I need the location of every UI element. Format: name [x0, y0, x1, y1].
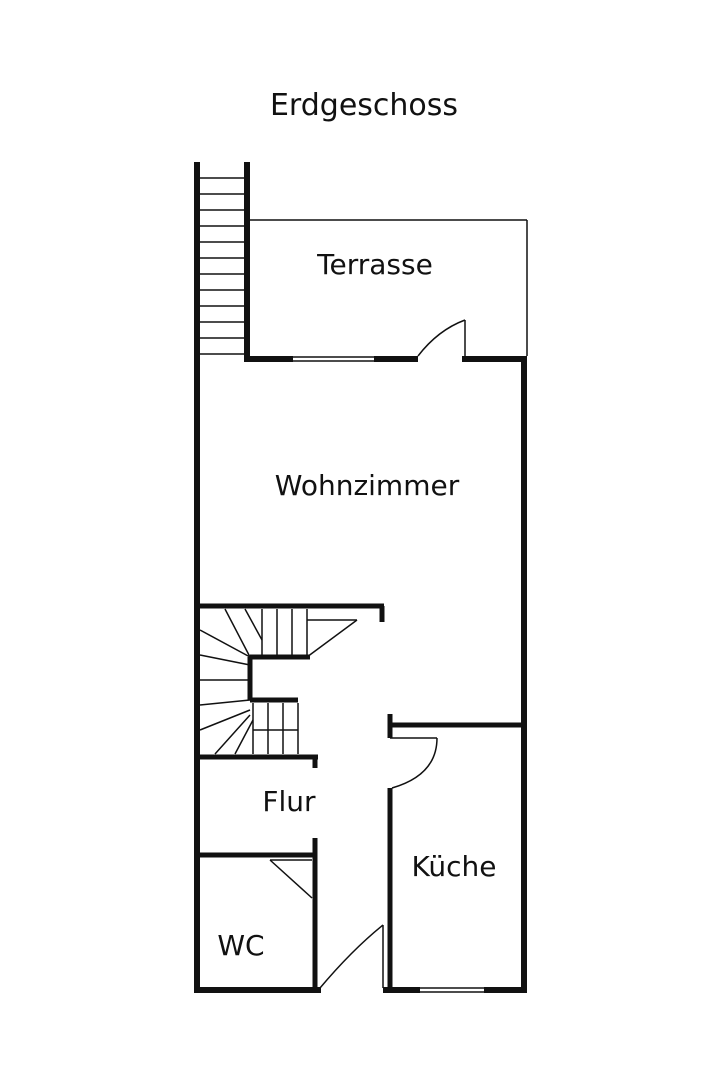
room-label-kitchen: Küche: [411, 850, 496, 883]
exterior-stair: [194, 162, 250, 362]
exterior-walls: [194, 356, 527, 993]
terrace-outline: [250, 219, 528, 356]
room-label-living: Wohnzimmer: [275, 469, 460, 502]
interior-walls: [197, 714, 524, 990]
room-label-wc: WC: [217, 929, 264, 962]
terrace-door: [417, 319, 466, 359]
interior-stair: [197, 603, 385, 768]
kitchen-door: [390, 737, 438, 789]
floor-title: Erdgeschoss: [270, 88, 458, 123]
room-label-hall: Flur: [262, 785, 316, 818]
entry-door: [319, 924, 384, 989]
room-label-terrace: Terrasse: [316, 248, 433, 281]
windows: [290, 356, 487, 993]
wc-door: [269, 859, 313, 899]
